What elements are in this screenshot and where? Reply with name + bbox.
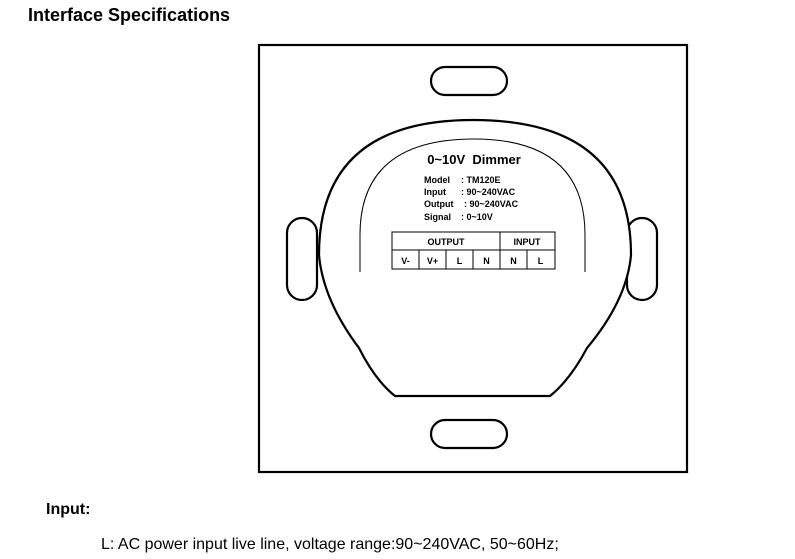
terminal-output-n: N — [483, 256, 490, 266]
spec-key-model: Model — [424, 175, 450, 185]
top-mounting-slot — [429, 65, 509, 97]
device-name: 0~10V Dimmer — [427, 152, 521, 167]
output-group-label: OUTPUT — [428, 237, 466, 247]
spec-value-input: : 90~240VAC — [461, 187, 516, 197]
page-title: Interface Specifications — [28, 5, 231, 25]
terminal-block — [391, 231, 556, 270]
spec-value-model: : TM120E — [461, 175, 501, 185]
label-panel-outline — [359, 138, 586, 272]
terminal-input-l: L — [538, 256, 544, 266]
spec-key-signal: Signal — [424, 212, 451, 222]
left-mounting-slot — [285, 216, 319, 302]
input-spec-line: L: AC power input live line, voltage ran… — [101, 536, 559, 553]
terminal-v-plus: V+ — [427, 256, 438, 266]
spec-key-input: Input — [424, 187, 446, 197]
terminal-input-n: N — [510, 256, 517, 266]
input-section-heading: Input: — [46, 501, 91, 518]
input-group-label: INPUT — [514, 237, 542, 247]
spec-key-output: Output — [424, 199, 454, 209]
bottom-mounting-slot — [429, 418, 509, 450]
spec-value-output: : 90~240VAC — [464, 199, 519, 209]
spec-value-signal: : 0~10V — [461, 212, 493, 222]
terminal-output-l: L — [457, 256, 463, 266]
terminal-v-minus: V- — [401, 256, 410, 266]
dimmer-body-outline — [317, 118, 633, 398]
